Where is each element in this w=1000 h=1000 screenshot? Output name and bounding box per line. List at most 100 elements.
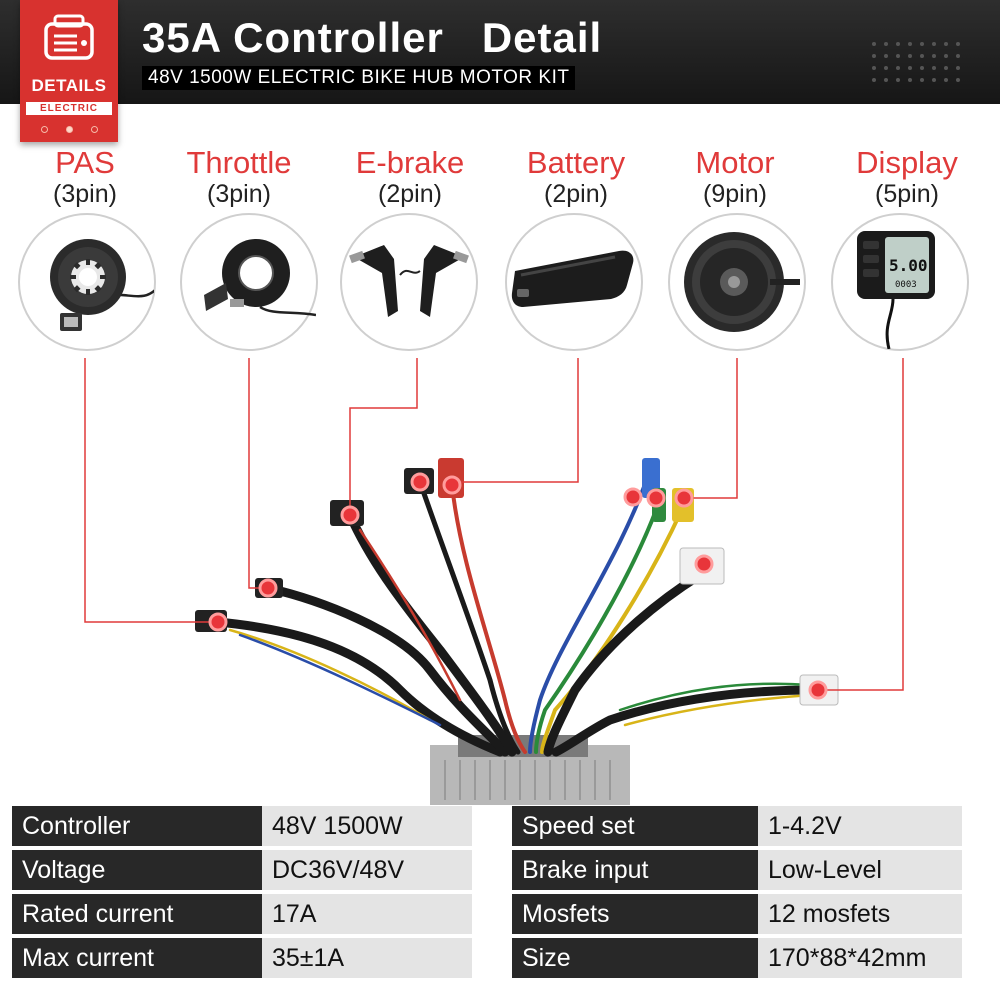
grid-dot <box>920 42 924 46</box>
spec-value: 1-4.2V <box>758 806 962 846</box>
motor-marker-green <box>646 488 666 508</box>
grid-dot <box>896 54 900 58</box>
component-pins: (9pin) <box>703 180 767 208</box>
grid-dot <box>908 54 912 58</box>
grid-dot <box>920 66 924 70</box>
ebrake-marker <box>340 505 360 525</box>
decorative-dot-grid <box>872 42 968 88</box>
grid-dot <box>896 78 900 82</box>
component-battery: Battery (2pin) <box>496 145 656 209</box>
badge-label: DETAILS <box>31 76 107 95</box>
spec-label: Max current <box>12 938 262 978</box>
grid-dot <box>872 66 876 70</box>
grid-dot <box>872 78 876 82</box>
spec-label: Mosfets <box>512 894 758 934</box>
badge-sublabel: ELECTRIC <box>26 102 112 115</box>
grid-dot <box>932 78 936 82</box>
spec-value: Low-Level <box>758 850 962 890</box>
grid-dot <box>932 54 936 58</box>
motor-marker-yellow <box>674 488 694 508</box>
pas-sensor-icon <box>50 239 154 331</box>
spec-row: Controller 48V 1500W <box>12 806 472 846</box>
component-display: Display (5pin) <box>827 145 987 209</box>
spec-label: Brake input <box>512 850 758 890</box>
page-title: 35A Controller Detail <box>142 14 603 61</box>
display-odo: 0003 <box>895 280 917 290</box>
throttle-marker <box>258 578 278 598</box>
component-name: Throttle <box>186 145 292 180</box>
battery-marker-neg <box>410 472 430 492</box>
component-throttle: Throttle (3pin) <box>159 145 319 209</box>
spec-row: Voltage DC36V/48V <box>12 850 472 890</box>
battery-circle <box>505 213 643 351</box>
hub-motor-icon <box>684 232 800 332</box>
pas-sensor-circle <box>18 213 156 351</box>
grid-dot <box>896 66 900 70</box>
grid-dot <box>956 42 960 46</box>
motor-marker-blue <box>623 487 643 507</box>
controller-icon <box>44 14 94 60</box>
spec-row: Brake input Low-Level <box>512 850 962 890</box>
component-pins: (2pin) <box>378 180 442 208</box>
component-ebrake: E-brake (2pin) <box>330 145 490 209</box>
badge-dots <box>20 120 118 138</box>
spec-row: Max current 35±1A <box>12 938 472 978</box>
spec-label: Speed set <box>512 806 758 846</box>
grid-dot <box>896 42 900 46</box>
motor-marker-hall <box>694 554 714 574</box>
pas-marker <box>208 612 228 632</box>
page-subtitle: 48V 1500W ELECTRIC BIKE HUB MOTOR KIT <box>142 66 576 90</box>
grid-dot <box>884 42 888 46</box>
spec-value: 12 mosfets <box>758 894 962 934</box>
component-pins: (3pin) <box>207 180 271 208</box>
display-speed: 5.00 <box>889 256 928 275</box>
spec-table-right: Speed set 1-4.2V Brake input Low-Level M… <box>512 802 962 982</box>
grid-dot <box>908 78 912 82</box>
details-badge: DETAILS ELECTRIC <box>20 0 118 142</box>
grid-dot <box>872 42 876 46</box>
motor-circle <box>668 213 806 351</box>
spec-value: 170*88*42mm <box>758 938 962 978</box>
grid-dot <box>920 54 924 58</box>
spec-value: 35±1A <box>262 938 472 978</box>
grid-dot <box>884 54 888 58</box>
grid-dot <box>944 54 948 58</box>
grid-dot <box>932 66 936 70</box>
spec-label: Voltage <box>12 850 262 890</box>
component-name: Display <box>856 145 958 180</box>
spec-value: 17A <box>262 894 472 934</box>
spec-row: Size 170*88*42mm <box>512 938 962 978</box>
display-marker <box>808 680 828 700</box>
component-name: E-brake <box>355 145 465 180</box>
spec-label: Controller <box>12 806 262 846</box>
grid-dot <box>908 66 912 70</box>
thumb-throttle-icon <box>204 239 316 317</box>
component-name: Battery <box>526 145 626 180</box>
grid-dot <box>884 78 888 82</box>
brake-lever-icon <box>349 245 469 317</box>
header-bar: 35A Controller Detail 48V 1500W ELECTRIC… <box>0 0 1000 104</box>
spec-value: 48V 1500W <box>262 806 472 846</box>
component-pins: (3pin) <box>53 180 117 208</box>
component-name: PAS <box>55 145 115 180</box>
grid-dot <box>944 66 948 70</box>
throttle-circle <box>180 213 318 351</box>
ebrake-circle <box>340 213 478 351</box>
grid-dot <box>944 42 948 46</box>
spec-table-left: Controller 48V 1500W Voltage DC36V/48V R… <box>12 802 472 982</box>
grid-dot <box>872 54 876 58</box>
grid-dot <box>884 66 888 70</box>
spec-row: Mosfets 12 mosfets <box>512 894 962 934</box>
component-pins: (5pin) <box>875 180 939 208</box>
grid-dot <box>920 78 924 82</box>
component-pas: PAS (3pin) <box>5 145 165 209</box>
spec-row: Speed set 1-4.2V <box>512 806 962 846</box>
component-pins: (2pin) <box>544 180 608 208</box>
grid-dot <box>956 78 960 82</box>
grid-dot <box>956 66 960 70</box>
grid-dot <box>944 78 948 82</box>
spec-row: Rated current 17A <box>12 894 472 934</box>
component-motor: Motor (9pin) <box>655 146 815 209</box>
spec-label: Size <box>512 938 758 978</box>
